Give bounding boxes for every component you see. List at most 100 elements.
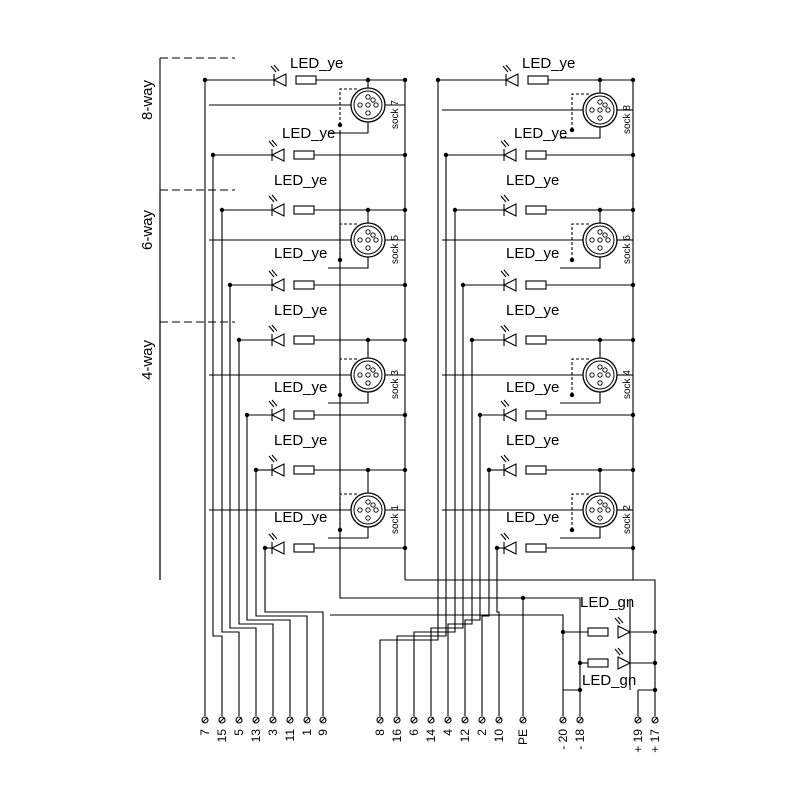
wire bbox=[328, 257, 369, 269]
junction-dot bbox=[569, 392, 575, 398]
led-ye-icon bbox=[268, 532, 285, 555]
led-ray bbox=[617, 647, 624, 655]
led-ye-label: LED_ye bbox=[506, 509, 559, 526]
led-ray bbox=[270, 65, 277, 73]
led-ye-label: LED_ye bbox=[506, 172, 559, 189]
led-ye-label: LED_ye bbox=[506, 302, 559, 319]
led-triangle bbox=[502, 408, 517, 422]
resistor-icon bbox=[525, 205, 547, 215]
socket-pin bbox=[605, 507, 611, 513]
terminal-wire bbox=[430, 285, 464, 716]
resistor-icon bbox=[293, 205, 315, 215]
terminal-label: + 17 bbox=[648, 729, 662, 753]
led-triangle bbox=[504, 73, 519, 87]
led-ye-label: LED_ye bbox=[274, 432, 327, 449]
way-label: 4-way bbox=[139, 339, 156, 380]
resistor-icon bbox=[587, 627, 609, 637]
resistor-icon bbox=[525, 150, 547, 160]
junction-dot bbox=[597, 77, 603, 83]
socket-pin bbox=[365, 364, 371, 370]
led-row: LED_ye bbox=[489, 432, 636, 477]
shield-dashed bbox=[571, 493, 590, 530]
led-triangle bbox=[502, 463, 517, 477]
terminal-wire bbox=[229, 285, 257, 716]
terminal-label: + 19 bbox=[631, 729, 645, 753]
socket-pin bbox=[597, 107, 603, 113]
junction-dot bbox=[244, 412, 250, 418]
led-ray bbox=[273, 64, 280, 72]
screw-slot bbox=[270, 717, 276, 723]
terminal-label: - 18 bbox=[573, 729, 587, 750]
screw-slot bbox=[253, 717, 259, 723]
led-row: LED_ye bbox=[239, 302, 408, 347]
led-ray bbox=[503, 399, 510, 407]
screw-slot bbox=[304, 717, 310, 723]
terminal: - 18 bbox=[573, 716, 587, 750]
terminal: 11 bbox=[283, 716, 297, 741]
led-ray bbox=[500, 270, 507, 278]
led-ye-label: LED_ye bbox=[522, 55, 575, 72]
resistor-icon bbox=[525, 543, 547, 553]
led-triangle bbox=[502, 541, 517, 555]
led-gn-label: LED_gn bbox=[582, 672, 636, 689]
socket-pin bbox=[365, 507, 371, 513]
wire bbox=[560, 127, 601, 139]
socket-pin bbox=[365, 245, 371, 251]
led-ray bbox=[271, 194, 278, 202]
socket-pin bbox=[365, 102, 371, 108]
screw-slot bbox=[428, 717, 434, 723]
led-ray bbox=[268, 195, 275, 203]
led-ye-icon bbox=[268, 139, 285, 162]
led-ye-icon bbox=[268, 454, 285, 477]
led-ray bbox=[503, 139, 510, 147]
terminal-wire bbox=[246, 415, 291, 716]
led-ray bbox=[500, 195, 507, 203]
terminal-label: 3 bbox=[266, 729, 280, 736]
terminal: 13 bbox=[249, 716, 263, 742]
terminal: - 20 bbox=[556, 716, 570, 750]
terminal-label: 1 bbox=[300, 729, 314, 736]
socket-pin bbox=[597, 364, 603, 370]
junction-dot bbox=[365, 337, 371, 343]
led-ye-label: LED_ye bbox=[274, 245, 327, 262]
junction-dot bbox=[477, 412, 483, 418]
terminal: 10 bbox=[492, 716, 506, 743]
led-ye-icon bbox=[500, 269, 517, 292]
terminal-label: 10 bbox=[492, 729, 506, 743]
led-row: LED_ye bbox=[256, 432, 408, 477]
led-row: LED_ye bbox=[213, 125, 408, 162]
junction-dot bbox=[652, 687, 658, 693]
socket-pin bbox=[605, 237, 611, 243]
junction-dot bbox=[560, 629, 566, 635]
resistor-icon bbox=[293, 465, 315, 475]
screw-slot bbox=[320, 717, 326, 723]
socket-pin bbox=[605, 372, 611, 378]
led-ray bbox=[503, 324, 510, 332]
socket-pin bbox=[357, 507, 363, 513]
led-ye-icon bbox=[500, 532, 517, 555]
junction-dot bbox=[236, 337, 242, 343]
junction-dot bbox=[569, 527, 575, 533]
led-ray bbox=[614, 617, 621, 625]
led-row: LED_ye bbox=[497, 509, 636, 555]
wire bbox=[560, 527, 601, 539]
socket-label: sock 2 bbox=[622, 505, 633, 534]
terminal: 5 bbox=[232, 716, 246, 736]
led-ye-label: LED_ye bbox=[274, 302, 327, 319]
junction-dot bbox=[597, 207, 603, 213]
left-column: LED_yeLED_yeLED_yeLED_yeLED_yeLED_yeLED_… bbox=[202, 55, 408, 716]
led-ye-icon bbox=[270, 64, 287, 87]
socket-connector-icon: sock 4 bbox=[569, 357, 633, 399]
socket-pin bbox=[589, 372, 595, 378]
socket-inner bbox=[585, 95, 615, 125]
terminal-label: 6 bbox=[407, 729, 421, 736]
led-row: LED_ye bbox=[438, 55, 636, 87]
led-gn-icon bbox=[614, 616, 632, 639]
junction-dot bbox=[520, 595, 526, 601]
resistor-icon bbox=[293, 543, 315, 553]
led-row: LED_ye bbox=[205, 55, 408, 87]
led-triangle bbox=[270, 278, 285, 292]
led-ye-icon bbox=[500, 324, 517, 347]
socket-pin bbox=[597, 99, 603, 105]
